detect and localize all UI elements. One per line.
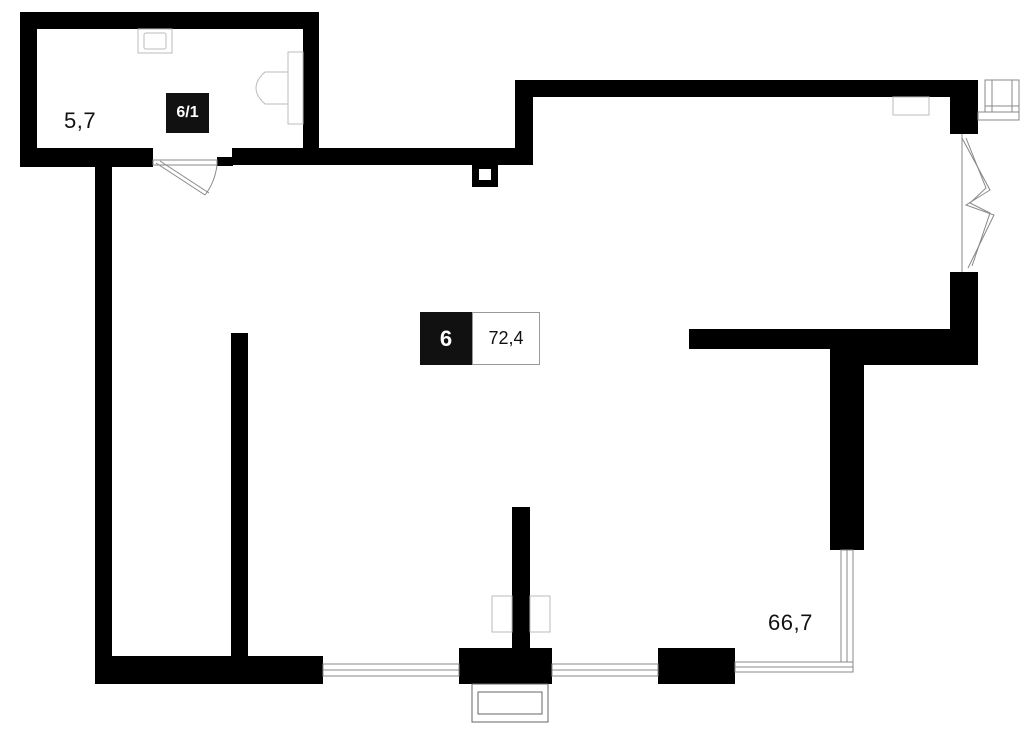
bench-icon: [471, 683, 549, 723]
wall-bath-right: [303, 12, 319, 157]
wall-right-vertical: [830, 340, 864, 550]
wall-partition-center: [512, 507, 530, 667]
wall-bath-top: [20, 12, 319, 29]
wall-bath-left: [20, 12, 37, 167]
wall-bottom-left: [95, 656, 323, 684]
bathroom-number-badge: 6/1: [166, 93, 209, 133]
wall-step: [515, 80, 533, 165]
fixtures: [137, 28, 930, 723]
window-bottom-right: [551, 663, 659, 677]
wall-left: [95, 157, 112, 684]
wall-bath-bottom-left: [20, 148, 153, 167]
window-bottom-left: [322, 663, 460, 677]
radiator-icon: [892, 96, 930, 116]
wall-bottom-pier: [459, 648, 552, 684]
window-terrace-horizontal: [734, 661, 854, 673]
wall-door-jamb: [217, 157, 233, 166]
column-inner: [479, 169, 491, 180]
wall-corner-right: [950, 80, 978, 134]
sink-icon: [137, 28, 173, 54]
bathroom-area-label: 5,7: [64, 108, 97, 133]
doors: [152, 134, 995, 272]
main-room-area-label: 72,4: [472, 312, 540, 365]
windows: [322, 79, 1020, 677]
table-icon: [491, 595, 551, 633]
main-room-number-badge: 6: [420, 312, 472, 365]
wall-bottom-right-pier: [658, 648, 735, 684]
bathroom-door: [152, 159, 218, 196]
window-terrace-vertical: [840, 549, 854, 667]
terrace-area-label: 66,7: [768, 610, 813, 635]
walls: [20, 12, 978, 684]
toilet-icon: [255, 51, 304, 125]
wall-top-right: [515, 80, 975, 97]
folding-door-right: [961, 134, 995, 272]
wall-partition-left: [231, 333, 248, 668]
wall-bath-bottom-right: [232, 148, 319, 165]
wall-top-mid: [303, 148, 533, 165]
